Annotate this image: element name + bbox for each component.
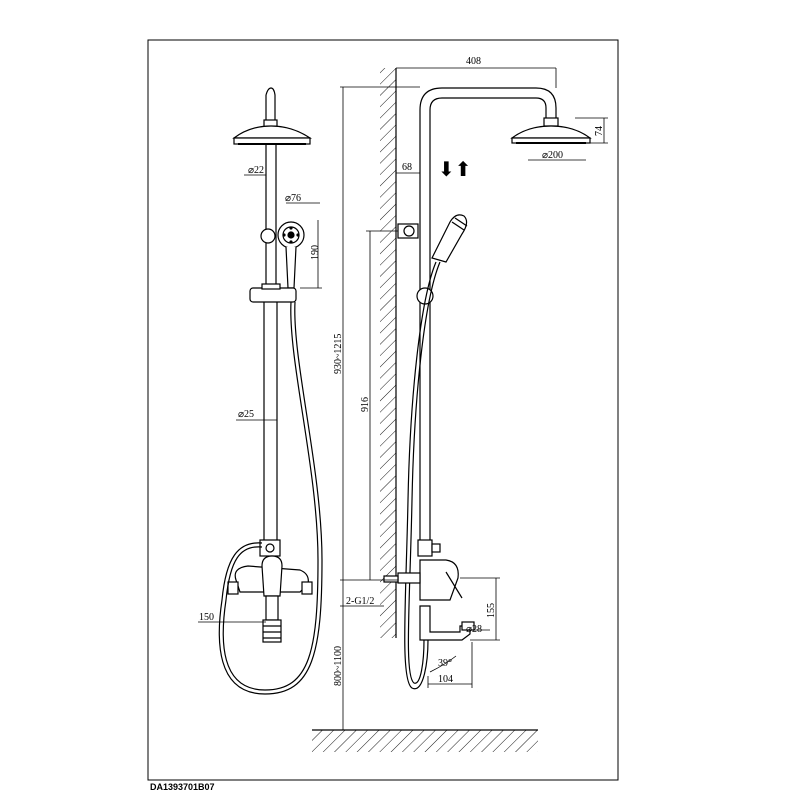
side-hose (404, 261, 437, 690)
dim-holder-height: 916 (360, 397, 371, 412)
front-view (198, 87, 323, 695)
dim-arm-reach: 408 (466, 56, 481, 67)
front-shower-head (232, 125, 312, 139)
dim-pipe-top: ⌀22 (248, 165, 264, 176)
dim-handshower-len: 190 (310, 245, 321, 260)
dim-install-height: 800~1100 (333, 646, 344, 686)
dim-handshower-head: ⌀76 (285, 193, 301, 204)
dim-spout-diameter: ⌀28 (466, 624, 482, 635)
dim-spout-angle: 39° (438, 658, 452, 669)
drawing-code: DA1393701B07 (150, 782, 215, 792)
drawing-frame (147, 39, 619, 781)
dim-connection: 2-G1/2 (346, 596, 374, 607)
adjust-arrows: ⬇⬆ (438, 157, 472, 181)
wall-hatch (380, 68, 396, 638)
dim-adjust-range: 930~1215 (333, 334, 344, 374)
dim-mixer-width: 150 (199, 612, 214, 623)
front-hose (222, 301, 319, 691)
side-mixer (419, 559, 459, 601)
dim-head-diameter: ⌀200 (542, 150, 563, 161)
side-diverter (417, 539, 433, 557)
dim-spout-height: 155 (486, 603, 497, 618)
dim-wall-offset: 68 (402, 162, 412, 173)
front-spout-outlet (262, 619, 282, 643)
dim-spout-reach: 104 (438, 674, 453, 685)
side-view (340, 67, 608, 730)
front-holder-knob (260, 228, 276, 244)
side-shower-head (510, 125, 592, 139)
floor-hatch (312, 730, 538, 752)
side-arm (419, 87, 557, 118)
dim-main-pipe: ⌀25 (238, 409, 254, 420)
dim-head-height: 74 (594, 126, 605, 136)
front-slider (249, 287, 297, 303)
side-handshower (431, 214, 468, 263)
front-top-bend (265, 87, 276, 120)
